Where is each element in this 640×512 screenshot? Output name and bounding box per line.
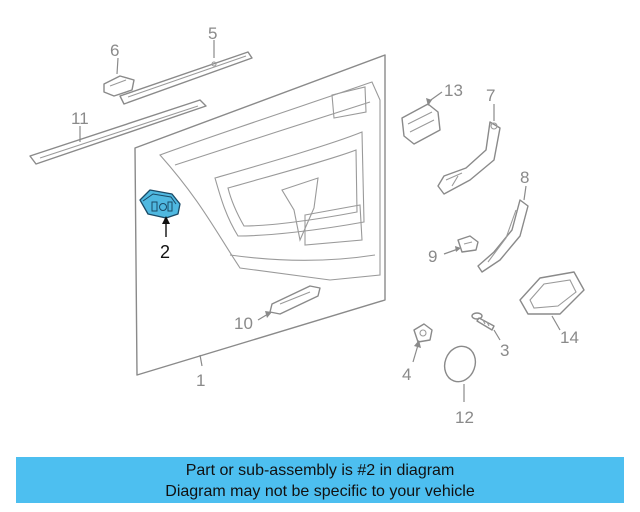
callout-3: 3 (500, 341, 509, 360)
callout-10: 10 (234, 314, 253, 333)
banner-line-1: Part or sub-assembly is #2 in diagram (185, 462, 455, 479)
callout-1: 1 (196, 371, 205, 390)
clip-part-4 (412, 323, 433, 363)
callout-6: 6 (110, 41, 119, 60)
fastener-part-9 (443, 235, 479, 255)
info-banner: Part or sub-assembly is #2 in diagram Di… (16, 457, 624, 503)
callout-8: 8 (520, 168, 529, 187)
parts-diagram: 1 2 3 4 5 6 (29, 24, 585, 427)
switch-part-13 (401, 91, 443, 145)
callout-5: 5 (208, 24, 217, 43)
bracket-part-6 (103, 57, 135, 97)
door-trim-panel (134, 54, 386, 376)
armrest-part-8 (477, 185, 529, 273)
trim-cover-part-10 (257, 285, 321, 321)
callout-14: 14 (560, 328, 579, 347)
callout-4: 4 (402, 365, 411, 384)
callout-7: 7 (486, 86, 495, 105)
callout-2: 2 (160, 242, 170, 262)
callout-9: 9 (428, 247, 437, 266)
weatherstrip-part-11 (29, 99, 207, 165)
callout-12: 12 (455, 408, 474, 427)
banner-line-2: Diagram may not be specific to your vehi… (165, 483, 475, 500)
callout-11: 11 (71, 109, 89, 128)
highlighted-part-2 (139, 189, 181, 237)
screw-part-3 (471, 312, 501, 341)
pull-cup-part-14 (519, 271, 585, 331)
cap-part-12 (443, 345, 477, 402)
callout-13: 13 (444, 81, 463, 100)
handle-part-7 (437, 104, 501, 195)
molding-part-5 (119, 40, 253, 105)
